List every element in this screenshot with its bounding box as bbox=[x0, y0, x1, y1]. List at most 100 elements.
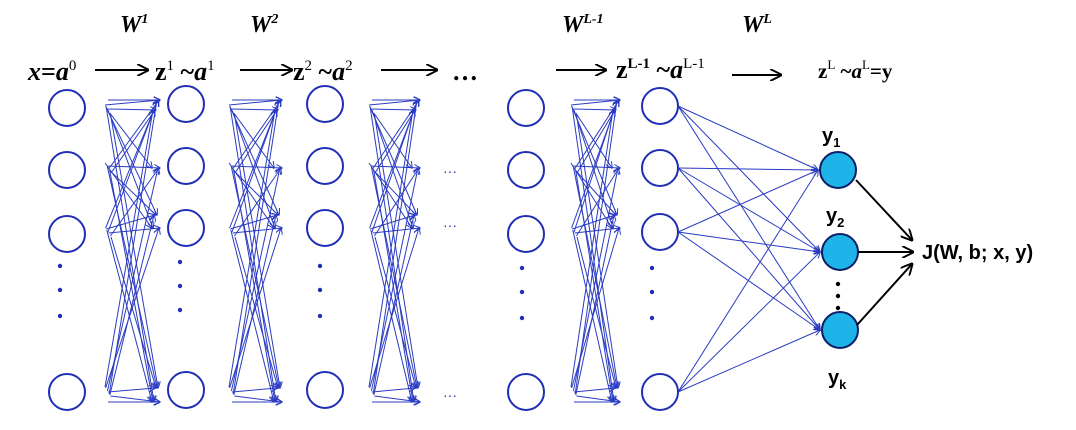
node-hl2-1 bbox=[507, 89, 545, 127]
final-edge-5 bbox=[677, 167, 820, 330]
dots-output-3 bbox=[835, 305, 841, 311]
fan-1-edge-27 bbox=[110, 395, 160, 402]
fan-1-edge-0 bbox=[104, 100, 160, 106]
fan-3-edge-24 bbox=[373, 215, 414, 396]
fan-3-edge-3 bbox=[369, 105, 417, 215]
fan-1-edge-23 bbox=[106, 168, 158, 392]
fan-4-edge-23 bbox=[572, 168, 618, 392]
node-input-1 bbox=[48, 89, 86, 127]
fan-2-edge-0 bbox=[228, 100, 282, 106]
fan-2-edge-18 bbox=[232, 228, 282, 234]
fan-2-edge-5 bbox=[233, 113, 280, 388]
node-hl1-2 bbox=[641, 149, 679, 187]
fan-4-edge-18 bbox=[574, 228, 620, 234]
fan-3-edge-18 bbox=[372, 228, 420, 234]
output-label-y2: y2 bbox=[826, 205, 844, 230]
fan-3-edge-0 bbox=[368, 100, 420, 106]
dots-hl1-3 bbox=[649, 315, 655, 321]
fan-3-edge-22 bbox=[368, 110, 413, 388]
node-h1-2 bbox=[167, 147, 205, 185]
fan-1-edge-22 bbox=[104, 110, 153, 388]
fan-3-edge-25 bbox=[369, 228, 419, 389]
loss-function-label: J(W, b; x, y) bbox=[922, 242, 1033, 264]
fan-2-edge-9 bbox=[230, 166, 282, 168]
fan-2-edge-1 bbox=[231, 109, 278, 110]
output-label-yk: yk bbox=[828, 367, 847, 392]
fan-1-edge-26 bbox=[107, 388, 155, 393]
fan-4-edge-22 bbox=[570, 110, 613, 388]
final-edge-0 bbox=[677, 105, 818, 170]
node-h2-3 bbox=[306, 209, 344, 247]
fan-4-edge-8 bbox=[576, 110, 615, 174]
dots-h1-2 bbox=[177, 283, 183, 289]
fan-4-edge-5 bbox=[575, 113, 618, 388]
node-h2-2 bbox=[306, 147, 344, 185]
fan-3-edge-10 bbox=[372, 169, 416, 215]
final-edge-10 bbox=[677, 252, 820, 393]
fan-2-edge-26 bbox=[231, 388, 277, 393]
layer-ellipsis: … bbox=[452, 57, 478, 86]
dots-hl2-2 bbox=[519, 289, 525, 295]
loss-arrow-k bbox=[856, 264, 912, 326]
layer-label-output: zL ~aL=y bbox=[818, 57, 893, 83]
node-input-n bbox=[48, 373, 86, 411]
fan-3-edge-26 bbox=[371, 388, 415, 393]
fan-2-edge-24 bbox=[233, 215, 276, 396]
fan-1-edge-19 bbox=[110, 236, 156, 388]
fan-4-edge-27 bbox=[576, 395, 620, 402]
dots-hl2-1 bbox=[519, 265, 525, 271]
node-hl1-1 bbox=[641, 87, 679, 125]
edges-layer bbox=[104, 100, 820, 402]
layer-label-l-minus-1: zL-1 ~aL-1 bbox=[616, 55, 705, 84]
fan-2-edge-3 bbox=[229, 105, 279, 215]
node-h1-1 bbox=[167, 85, 205, 123]
fan-3-edge-27 bbox=[374, 395, 420, 402]
node-hl2-n bbox=[507, 373, 545, 411]
node-input-2 bbox=[48, 151, 86, 189]
node-output-1 bbox=[819, 151, 857, 189]
fan-4-edge-10 bbox=[574, 169, 616, 215]
fan-2-edge-25 bbox=[229, 228, 281, 389]
fan-4-edge-19 bbox=[576, 236, 616, 388]
fan-1-edge-24 bbox=[109, 215, 154, 396]
node-hl1-3 bbox=[641, 213, 679, 251]
mid-ellipsis-2: ··· bbox=[443, 217, 457, 233]
final-edge-11 bbox=[677, 330, 820, 393]
layer-label-2: z2 ~a2 bbox=[293, 57, 353, 86]
dots-output-1 bbox=[835, 281, 841, 287]
fan-1-edge-25 bbox=[105, 228, 159, 389]
final-edge-3 bbox=[677, 168, 818, 170]
weight-label-w1: W1 bbox=[120, 12, 148, 38]
final-edge-8 bbox=[677, 231, 820, 330]
node-h1-3 bbox=[167, 209, 205, 247]
fan-1-edge-9 bbox=[106, 166, 160, 168]
fan-3-edge-16 bbox=[373, 168, 419, 237]
weight-label-wl: WL bbox=[742, 12, 772, 38]
dots-input-2 bbox=[57, 287, 63, 293]
fan-4-edge-24 bbox=[575, 215, 614, 396]
fan-4-edge-9 bbox=[572, 166, 620, 168]
fan-4-edge-0 bbox=[570, 100, 620, 106]
dots-input-3 bbox=[57, 313, 63, 319]
layer-label-input: x=a0 bbox=[27, 57, 76, 86]
layer-label-1: z1 ~a1 bbox=[155, 57, 215, 86]
loss-arrow-1 bbox=[855, 179, 912, 240]
fan-3-edge-19 bbox=[374, 236, 416, 388]
fan-1-edge-16 bbox=[109, 168, 159, 237]
final-edge-2 bbox=[677, 105, 820, 330]
node-hl2-3 bbox=[507, 215, 545, 253]
fan-2-edge-21 bbox=[232, 100, 279, 395]
final-edge-6 bbox=[677, 170, 818, 233]
weight-label-wl-minus-1: WL-1 bbox=[562, 12, 604, 38]
dots-h1-3 bbox=[177, 307, 183, 313]
fan-2-edge-15 bbox=[231, 110, 276, 233]
dots-h2-3 bbox=[317, 313, 323, 319]
fan-4-edge-15 bbox=[573, 110, 614, 233]
node-hl2-2 bbox=[507, 151, 545, 189]
fan-2-edge-23 bbox=[230, 168, 280, 392]
mid-ellipsis-1: ··· bbox=[443, 163, 457, 179]
node-h1-n bbox=[167, 371, 205, 409]
node-h2-n bbox=[306, 371, 344, 409]
